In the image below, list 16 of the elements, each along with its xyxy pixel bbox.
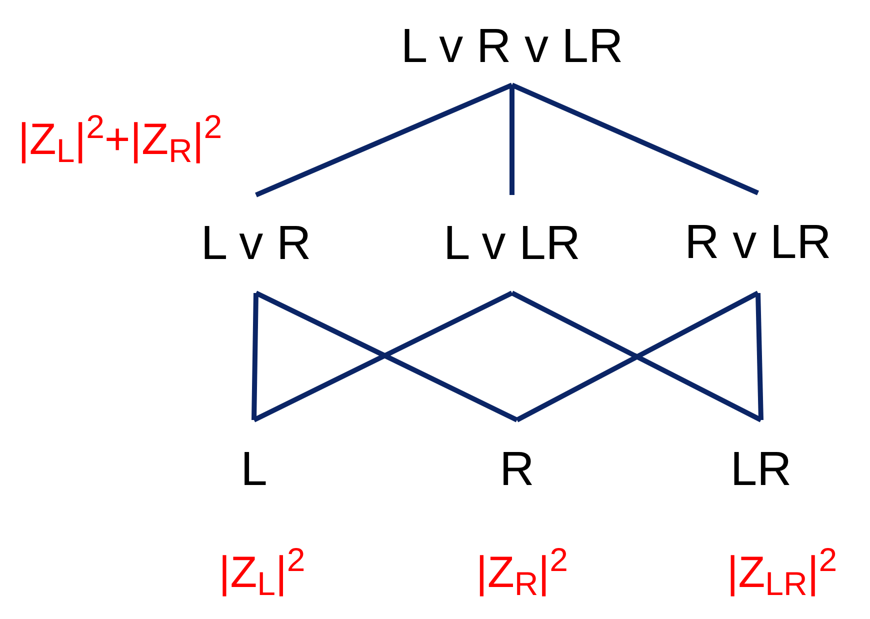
connector-line [510, 85, 514, 195]
connector-line [252, 292, 258, 420]
amplitude-label: |Z$_{R}$|$^{2}$ [476, 545, 568, 600]
amplitude-label: |Z$_{LR}$|$^{2}$ [726, 545, 838, 600]
node-label: LR [730, 446, 792, 494]
node-label: L v R v LR [400, 22, 624, 70]
node-label: R [500, 446, 534, 494]
node-label: L [240, 446, 268, 494]
amplitude-label: |Z$_{L}$|$^{2}$+|Z$_{R}$|$^{2}$ [18, 112, 222, 167]
connector-line [756, 292, 764, 420]
node-label: L v R [200, 220, 312, 268]
node-label: L v LR [444, 220, 580, 268]
node-label: R v LR [684, 219, 832, 267]
connector-line [255, 82, 513, 198]
amplitude-label: |Z$_{L}$|$^{2}$ [218, 545, 306, 600]
connector-line [511, 82, 759, 196]
